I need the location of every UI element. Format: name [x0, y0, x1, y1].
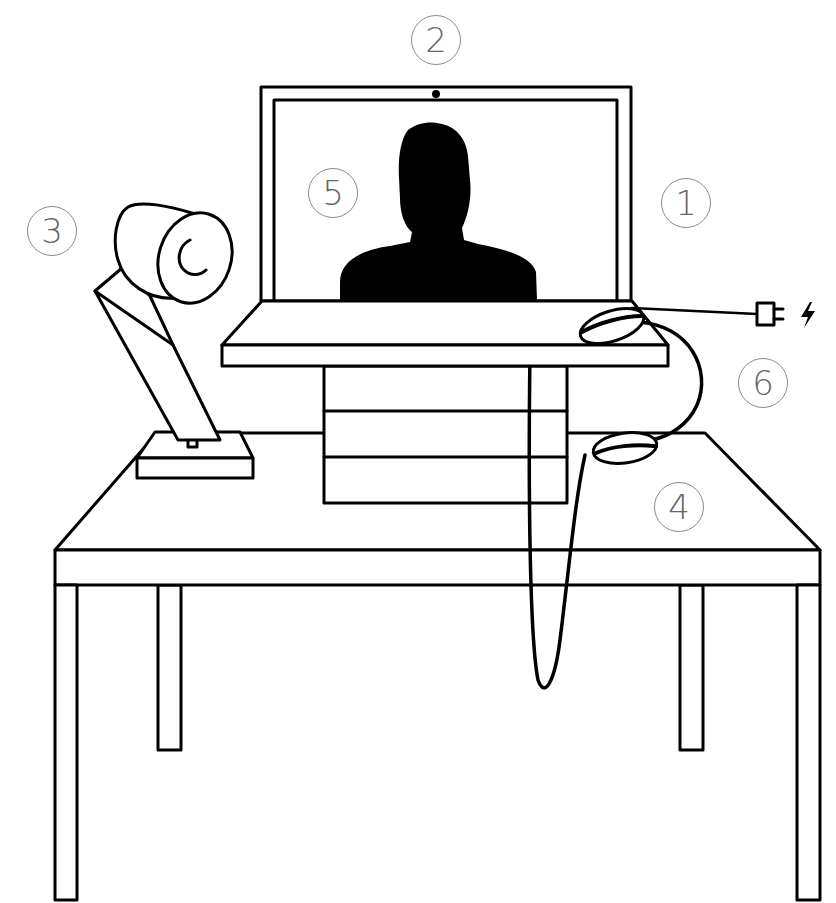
person-silhouette [340, 122, 537, 300]
lamp-base [137, 458, 253, 478]
callout-number: 6 [738, 358, 788, 408]
laptop-base [222, 345, 668, 366]
lightning-bolt [801, 302, 815, 328]
callout-number: 3 [27, 206, 77, 256]
table-leg [797, 585, 820, 900]
power-plug [757, 303, 774, 325]
ear-cup-edge [582, 316, 642, 332]
power-cable [632, 308, 757, 314]
lamp-shade-face [147, 203, 244, 313]
callout-number: 1 [661, 178, 711, 228]
laptop [222, 87, 668, 366]
lamp-bulb [179, 240, 206, 275]
table-edge [55, 550, 820, 585]
table-leg [158, 585, 181, 750]
ear-cup-edge [596, 445, 654, 453]
headband [638, 322, 702, 440]
table-leg [55, 585, 77, 900]
callout-number: 4 [654, 482, 704, 532]
plug-prong [774, 308, 783, 311]
headphone-cable [529, 352, 585, 688]
power-cord [632, 302, 815, 328]
plug-prong [774, 318, 783, 321]
ear-cup [591, 429, 659, 468]
headphones [576, 302, 702, 468]
laptop-screen [274, 100, 617, 301]
callout-number: 2 [411, 15, 461, 65]
laptop-screen-frame [261, 87, 631, 301]
callout-number: 5 [308, 168, 358, 218]
webcam [432, 90, 440, 98]
ear-cup [576, 302, 648, 351]
desk-lamp [95, 203, 253, 478]
table-leg [680, 585, 703, 750]
